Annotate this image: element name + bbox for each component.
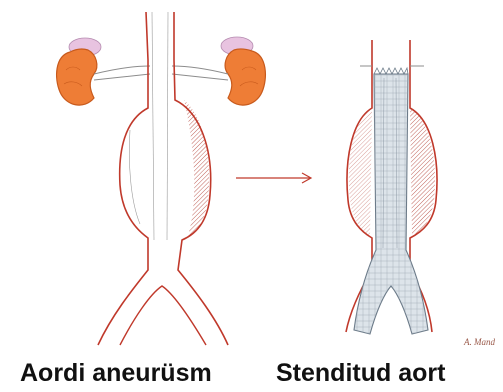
arrow-right-icon (236, 173, 311, 183)
aneurysm-illustration (57, 12, 266, 345)
stented-aorta-caption: Stenditud aort (276, 358, 445, 388)
iliac-bifurcation (120, 286, 206, 345)
stent-top-fringe (374, 68, 408, 74)
right-kidney-icon (225, 49, 265, 105)
left-kidney-icon (57, 49, 97, 105)
pencil-sketch-lines (129, 12, 168, 240)
stented-aorta-illustration (346, 40, 437, 334)
aorta-left-wall (98, 12, 148, 345)
aneurysm-caption: Aordi aneurüsm (20, 358, 212, 388)
artist-signature: A. Mand (464, 337, 495, 347)
renal-vessels (94, 66, 228, 80)
